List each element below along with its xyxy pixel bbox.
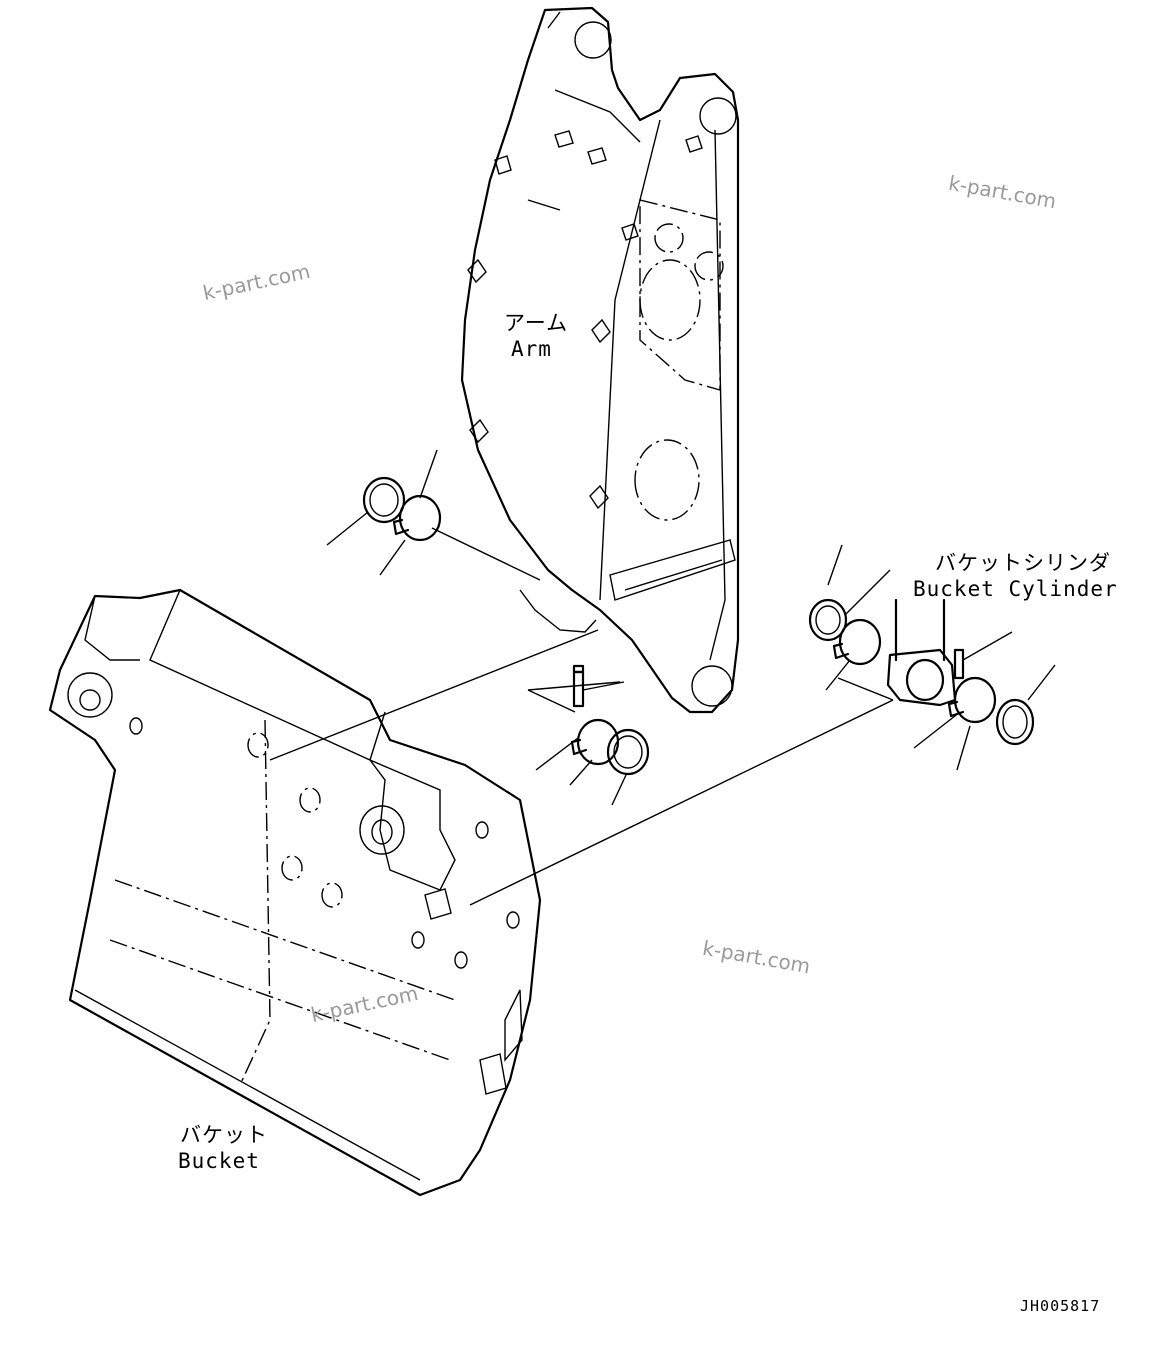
middle-pin-group (535, 664, 650, 806)
bucket-cylinder-label-jp: バケットシリンダ (935, 551, 1111, 575)
left-rings-group (326, 449, 442, 576)
leader-lines (269, 527, 894, 906)
bucket-cylinder-drawing (808, 544, 1056, 771)
arm-label-jp: アーム (504, 311, 569, 335)
bucket-label-en: Bucket (178, 1149, 260, 1173)
drawing-code: JH005817 (1020, 1297, 1101, 1315)
arm-drawing (460, 6, 740, 714)
bucket-drawing (48, 588, 542, 1197)
bucket-label-jp: バケット (180, 1123, 268, 1147)
bucket-cylinder-label-en: Bucket Cylinder (913, 577, 1118, 601)
arm-label-en: Arm (511, 337, 552, 361)
